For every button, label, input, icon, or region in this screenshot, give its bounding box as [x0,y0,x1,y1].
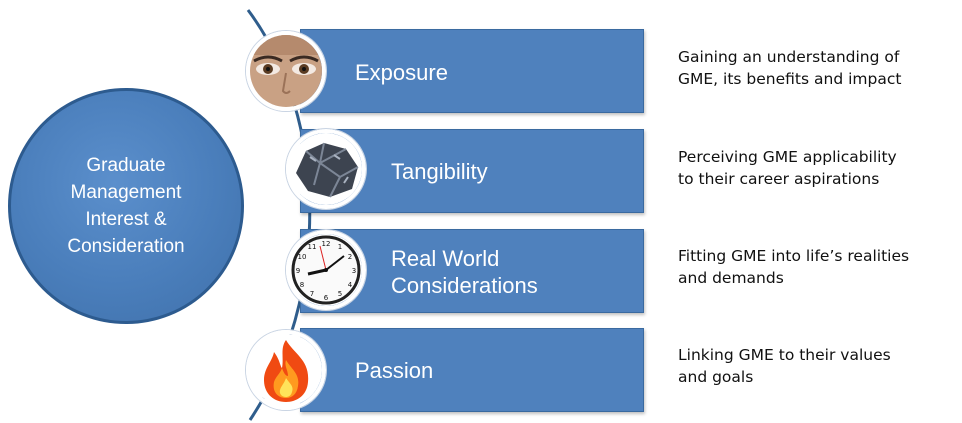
svg-text:9: 9 [296,267,300,275]
stage-bar-exposure: Exposure [300,29,644,113]
svg-text:5: 5 [338,290,342,298]
stage-label-tangibility: Tangibility [391,159,488,184]
svg-text:1: 1 [338,243,342,251]
center-concept-circle: Graduate Management Interest & Considera… [8,88,244,324]
svg-text:7: 7 [310,290,314,298]
rock-icon [286,129,366,209]
svg-text:10: 10 [298,253,307,261]
stage-bar-passion: Passion [300,328,644,412]
center-concept-label: Graduate Management Interest & Considera… [67,155,185,257]
svg-text:12: 12 [322,240,331,248]
stage-label-passion: Passion [355,358,434,383]
svg-text:4: 4 [348,281,353,289]
stage-description-exposure: Gaining an understanding of GME, its ben… [678,48,902,88]
stage-description-tangibility: Perceiving GME applicability to their ca… [678,148,897,188]
svg-text:8: 8 [300,281,304,289]
svg-text:6: 6 [324,294,329,302]
flame-icon [246,330,326,410]
eyes-icon [246,31,326,111]
svg-text:2: 2 [348,253,352,261]
stage-label-exposure: Exposure [355,60,448,85]
stage-description-passion: Linking GME to their values and goals [678,346,891,386]
svg-text:3: 3 [352,267,356,275]
stage-label-real-world-considerations: Real World Considerations [391,246,538,298]
svg-text:11: 11 [308,243,317,251]
stage-description-real-world-considerations: Fitting GME into life’s realities and de… [678,247,910,287]
